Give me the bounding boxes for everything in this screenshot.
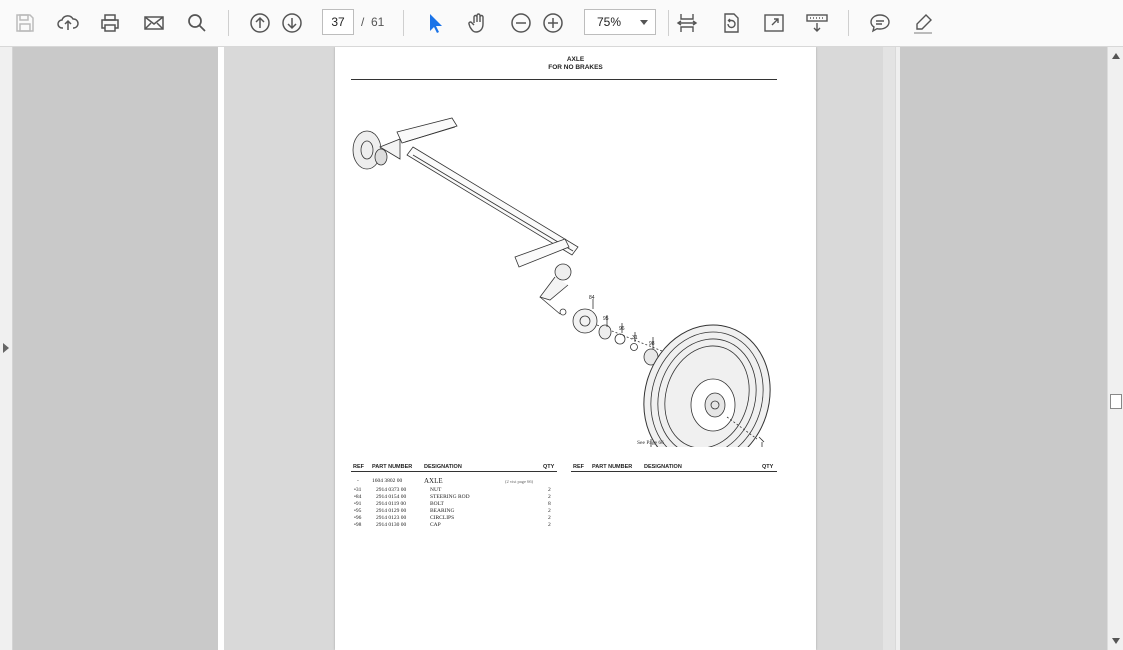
toolbar: 37 / 61 75%	[0, 0, 1123, 47]
callout-31: 31	[632, 335, 638, 341]
table-row-ref: -	[357, 478, 359, 484]
table-right-qty-header: QTY	[762, 464, 774, 470]
table-row-qty: 2	[548, 522, 551, 528]
table-row-designation: NUT	[430, 487, 442, 493]
table-right-ref-header: REF	[573, 464, 584, 470]
table-row-part: 2914 0119 00	[376, 501, 407, 507]
callout-95: 95	[603, 316, 609, 322]
toolbar-separator	[848, 10, 849, 36]
zoom-value: 75%	[597, 15, 622, 29]
table-row-part: 1604 3802 00	[372, 478, 403, 484]
zoom-out-icon[interactable]	[507, 9, 535, 37]
table-row-part: 2914 0130 00	[376, 522, 407, 528]
see-page-note: See Page 66	[637, 440, 664, 446]
table-left-qty-header: QTY	[543, 464, 555, 470]
table-row-qty: 2	[548, 494, 551, 500]
scroll-up-icon[interactable]	[1112, 53, 1120, 59]
email-icon[interactable]	[140, 9, 168, 37]
save-icon[interactable]	[11, 9, 39, 37]
table-row-ref: •84	[354, 494, 362, 500]
side-panel-toggle[interactable]	[0, 47, 13, 650]
table-row-note: (2 vist page 66)	[505, 479, 534, 484]
table-right-part-header: PART NUMBER	[592, 464, 633, 470]
table-row-part: 2914 0129 00	[376, 508, 407, 514]
page-subtitle: FOR NO BRAKES	[548, 64, 603, 71]
toolbar-separator	[228, 10, 229, 36]
table-row-ref: •95	[354, 508, 362, 514]
page-title: AXLE	[566, 56, 585, 63]
table-row-ref: •31	[354, 487, 362, 493]
table-left-designation-header: DESIGNATION	[424, 464, 462, 470]
chevron-down-icon	[640, 20, 648, 25]
table-left-header-rule	[351, 471, 557, 472]
table-row-part: 2914 0373 00	[376, 487, 407, 493]
table-row-qty: 2	[548, 487, 551, 493]
search-icon[interactable]	[183, 9, 211, 37]
scrollbar-thumb[interactable]	[1110, 394, 1122, 409]
page-number-input[interactable]: 37	[322, 9, 354, 35]
table-right-header-rule	[571, 471, 777, 472]
table-row-part: 2914 0154 00	[376, 494, 407, 500]
page-total: 61	[371, 15, 385, 29]
callout-98: 98	[649, 341, 655, 347]
scroll-down-icon[interactable]	[1112, 638, 1120, 644]
table-row-designation: BOLT	[430, 501, 444, 507]
table-row-designation: CIRCLIPS	[430, 515, 455, 521]
table-row-ref: •96	[354, 515, 362, 521]
table-row-qty: 2	[548, 508, 551, 514]
document-page: AXLE FOR NO BRAKES	[335, 47, 816, 650]
page-separator: /	[361, 15, 365, 29]
toolbar-separator	[403, 10, 404, 36]
toolbar-separator	[668, 10, 669, 36]
table-left-part-header: PART NUMBER	[372, 464, 413, 470]
fit-page-icon[interactable]	[673, 9, 701, 37]
callout-96: 96	[619, 326, 625, 332]
table-row-designation: CAP	[430, 522, 441, 528]
upload-icon[interactable]	[54, 9, 82, 37]
highlight-pen-icon[interactable]	[909, 9, 937, 37]
zoom-select[interactable]: 75%	[584, 9, 656, 35]
chevron-right-icon	[3, 343, 9, 353]
document-viewer[interactable]: AXLE FOR NO BRAKES	[0, 47, 1107, 650]
table-row-qty: 8	[548, 501, 551, 507]
select-arrow-icon[interactable]	[421, 9, 449, 37]
table-row-part: 2914 0123 00	[376, 515, 407, 521]
title-rule	[351, 79, 777, 80]
vertical-scrollbar[interactable]	[1107, 47, 1123, 650]
table-row-ref: •91	[354, 501, 362, 507]
print-icon[interactable]	[96, 9, 124, 37]
table-left-ref-header: REF	[353, 464, 364, 470]
hand-icon[interactable]	[464, 9, 492, 37]
reading-mode-icon[interactable]	[803, 9, 831, 37]
table-row-designation: STEERING ROD	[430, 494, 470, 500]
axle-diagram: 84 95 96 31 98 91	[352, 117, 771, 447]
comment-icon[interactable]	[866, 9, 894, 37]
table-row-designation: AXLE	[424, 477, 443, 485]
arrow-down-icon[interactable]	[278, 9, 306, 37]
arrow-up-icon[interactable]	[246, 9, 274, 37]
table-right-designation-header: DESIGNATION	[644, 464, 682, 470]
table-row-ref: •98	[354, 522, 362, 528]
rotate-icon[interactable]	[717, 9, 745, 37]
callout-84: 84	[589, 295, 595, 301]
fullscreen-icon[interactable]	[760, 9, 788, 37]
table-row-designation: BEARING	[430, 508, 455, 514]
table-row-qty: 2	[548, 515, 551, 521]
zoom-in-icon[interactable]	[539, 9, 567, 37]
